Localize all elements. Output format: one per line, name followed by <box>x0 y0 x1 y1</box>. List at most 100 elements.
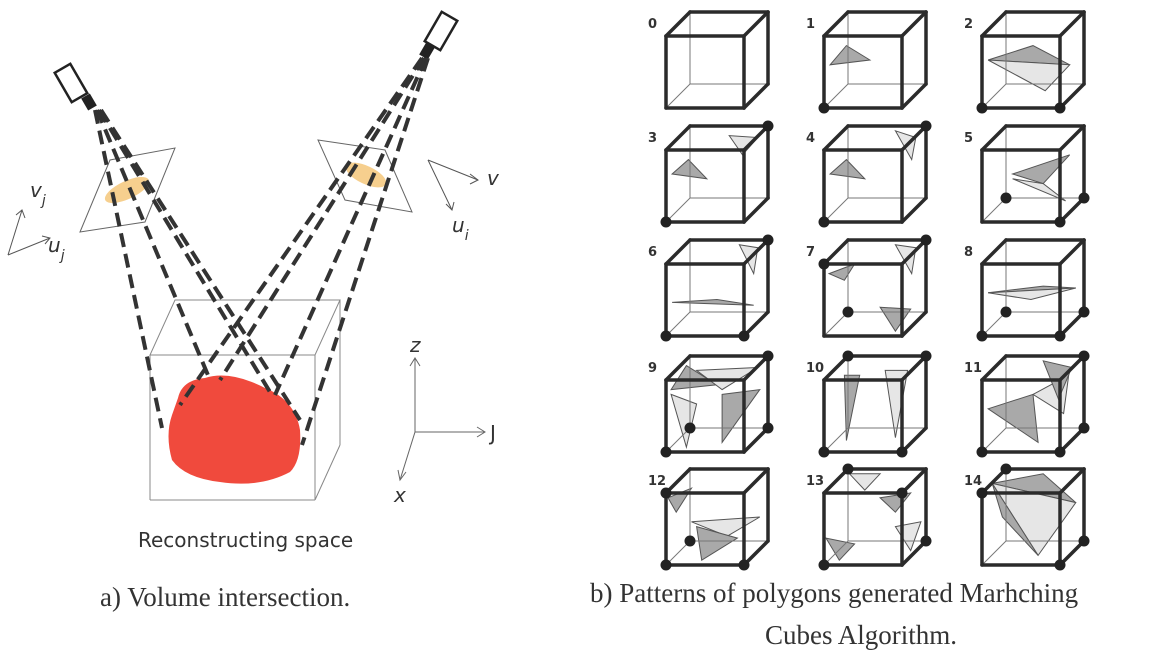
inside-vertex-marker <box>1054 102 1066 114</box>
inside-vertex-marker <box>842 350 854 362</box>
cube-case: 14 <box>964 463 1090 571</box>
cube-edge <box>900 238 928 266</box>
cube-edge <box>1058 310 1086 338</box>
case-number: 0 <box>648 17 657 32</box>
isosurface-triangle <box>987 59 1071 92</box>
cube-edge <box>664 124 692 152</box>
cube-edge <box>1058 124 1086 152</box>
inside-vertex-marker <box>818 446 830 458</box>
cube-edge <box>742 82 770 110</box>
inside-vertex-marker <box>896 446 908 458</box>
cube-edge <box>742 354 770 382</box>
camera-lens-icon <box>81 93 97 111</box>
inside-vertex-marker <box>920 350 932 362</box>
isosurface-triangle <box>843 374 861 441</box>
case-number: 11 <box>964 361 982 376</box>
cube-hidden-edge <box>823 311 849 337</box>
caption-a: a) Volume intersection. <box>100 582 351 612</box>
isosurface-triangle <box>1010 154 1071 185</box>
cube-edge <box>1058 10 1086 38</box>
inside-vertex-marker <box>818 559 830 571</box>
isosurface-triangle <box>670 158 709 180</box>
cube-edge <box>664 467 692 495</box>
right-u-axis-label: ui <box>452 213 469 244</box>
cube-edge <box>742 10 770 38</box>
camera-lens-icon <box>419 42 435 60</box>
case-number: 1 <box>806 17 815 32</box>
left-image-plane <box>79 147 176 233</box>
cube-edge <box>664 354 692 382</box>
isosurface-triangle <box>672 298 754 306</box>
cube-hidden-edge <box>823 540 849 566</box>
left-silhouette <box>104 176 150 204</box>
camera-body-icon <box>52 62 90 104</box>
inside-vertex-marker <box>1000 306 1012 318</box>
cube-edge <box>822 467 850 495</box>
cube-case: 13 <box>806 463 932 571</box>
cube-case: 10 <box>806 350 932 458</box>
cube-hidden-edge <box>665 311 691 337</box>
cube-case: 0 <box>648 10 770 110</box>
cube-case: 1 <box>806 10 928 114</box>
caption-b-line2: Cubes Algorithm. <box>765 620 958 650</box>
reconstructing-space-label: Reconstructing space <box>138 528 353 552</box>
inside-vertex-marker <box>920 120 932 132</box>
caption-b-line1: b) Patterns of polygons generated Marhch… <box>590 578 1079 608</box>
cube-case: 8 <box>964 238 1090 342</box>
inside-vertex-marker <box>762 234 774 246</box>
inside-vertex-marker <box>660 446 672 458</box>
cube-edge <box>742 467 770 495</box>
x-axis-label: x <box>393 483 406 507</box>
cube-hidden-edge <box>981 427 1007 453</box>
cube-edge <box>742 539 770 567</box>
cube-edge <box>1058 426 1086 454</box>
isosurface-triangle <box>848 473 882 491</box>
inside-vertex-marker <box>762 120 774 132</box>
inside-vertex-marker <box>842 306 854 318</box>
inside-vertex-marker <box>920 535 932 547</box>
cube-edge <box>1058 539 1086 567</box>
cube-edge <box>980 467 1008 495</box>
inside-vertex-marker <box>1078 306 1090 318</box>
case-number: 10 <box>806 361 824 376</box>
cube-edge <box>900 10 928 38</box>
inside-vertex-marker <box>1078 422 1090 434</box>
case-number: 8 <box>964 245 973 260</box>
inside-vertex-marker <box>738 330 750 342</box>
isosurface-triangle <box>721 388 761 444</box>
cube-hidden-edge <box>981 197 1007 223</box>
reconstructed-object <box>168 375 301 484</box>
cube-edge <box>900 196 928 224</box>
inside-vertex-marker <box>1078 192 1090 204</box>
cube-edge <box>1058 82 1086 110</box>
cube-edge <box>900 467 928 495</box>
left-u-axis-label: uj <box>48 233 65 264</box>
cube-hidden-edge <box>665 427 691 453</box>
case-number: 5 <box>964 131 973 146</box>
right-v-axis-label: v <box>487 166 500 190</box>
inside-vertex-marker <box>1054 559 1066 571</box>
cube-edge <box>1058 467 1086 495</box>
world-axes <box>397 357 486 482</box>
cube-hidden-edge <box>665 197 691 223</box>
inside-vertex-marker <box>1000 192 1012 204</box>
isosurface-triangle <box>828 44 872 66</box>
inside-vertex-marker <box>818 258 830 270</box>
cube-hidden-edge <box>823 427 849 453</box>
cube-edge <box>742 310 770 338</box>
inside-vertex-marker <box>762 350 774 362</box>
cube-hidden-edge <box>981 311 1007 337</box>
inside-vertex-marker <box>976 330 988 342</box>
cube-edge <box>1058 238 1086 266</box>
inside-vertex-marker <box>976 102 988 114</box>
cube-case: 2 <box>964 10 1086 114</box>
inside-vertex-marker <box>660 487 672 499</box>
inside-vertex-marker <box>976 446 988 458</box>
cube-edge <box>980 124 1008 152</box>
cube-case: 11 <box>964 350 1090 458</box>
cube-case: 7 <box>806 234 932 338</box>
case-number: 2 <box>964 17 973 32</box>
left-camera <box>52 62 97 111</box>
cube-case: 6 <box>648 234 774 342</box>
